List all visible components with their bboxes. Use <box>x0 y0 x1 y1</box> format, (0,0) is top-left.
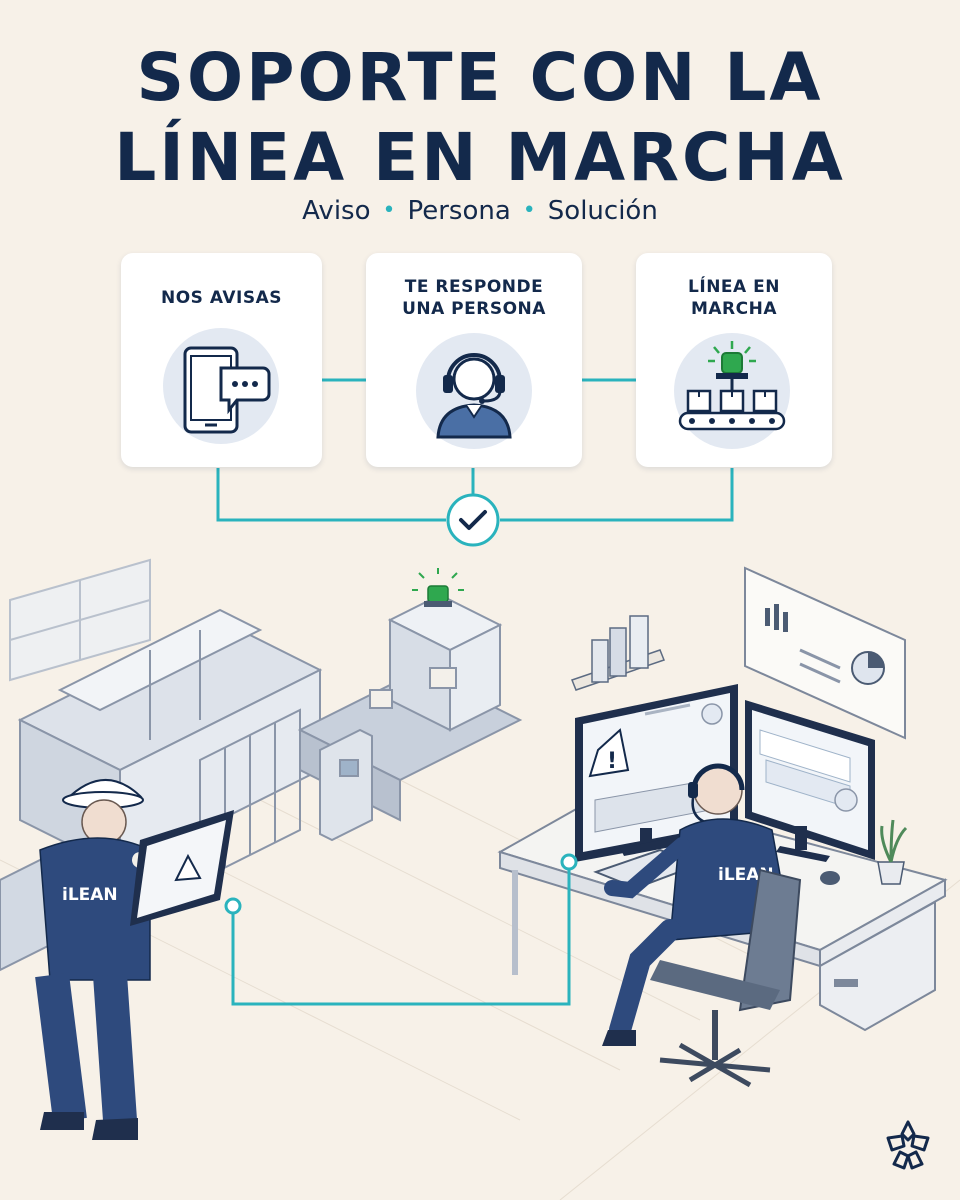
computer-monitors: ! <box>575 684 875 862</box>
potted-plant <box>877 819 908 885</box>
step-card-label: NOS AVISAS <box>161 288 282 308</box>
step-card-label: TE RESPONDE UNA PERSONA <box>402 277 546 319</box>
step-card-te-responde: TE RESPONDE UNA PERSONA <box>366 253 582 467</box>
card-connectors <box>216 378 734 522</box>
conveyor-green-light-icon <box>674 333 790 449</box>
step-card-label: LÍNEA EN MARCHA <box>688 277 780 319</box>
subtitle-item-persona: Persona <box>407 196 511 226</box>
support-connection-line <box>224 853 578 1006</box>
vest-logo-technician: iLEAN <box>62 885 118 905</box>
headset-operator-icon <box>416 333 532 449</box>
title-line-1: SOPORTE CON LA <box>136 39 824 116</box>
subtitle: Aviso • Persona • Solución <box>0 196 960 226</box>
support-operator: iLEAN <box>602 763 802 1088</box>
ilean-logo-icon <box>886 1120 930 1170</box>
factory-windows <box>9 558 151 682</box>
step-card-linea-en-marcha: LÍNEA EN MARCHA <box>636 253 832 467</box>
field-technician: iLEAN <box>35 779 234 1140</box>
subtitle-item-solucion: Solución <box>547 196 658 226</box>
page-title: SOPORTE CON LA LÍNEA EN MARCHA <box>0 38 960 198</box>
subtitle-separator: • <box>522 198 536 223</box>
green-status-light-icon <box>412 568 464 607</box>
svg-text:!: ! <box>607 749 617 774</box>
shelf-binders <box>571 615 665 691</box>
title-line-2: LÍNEA EN MARCHA <box>114 119 846 196</box>
step-card-nos-avisas: NOS AVISAS <box>121 253 322 467</box>
subtitle-item-aviso: Aviso <box>302 196 371 226</box>
check-circle-icon <box>446 493 500 547</box>
subtitle-separator: • <box>382 198 396 223</box>
wall-dashboard <box>744 566 906 740</box>
phone-chat-icon <box>163 328 279 444</box>
